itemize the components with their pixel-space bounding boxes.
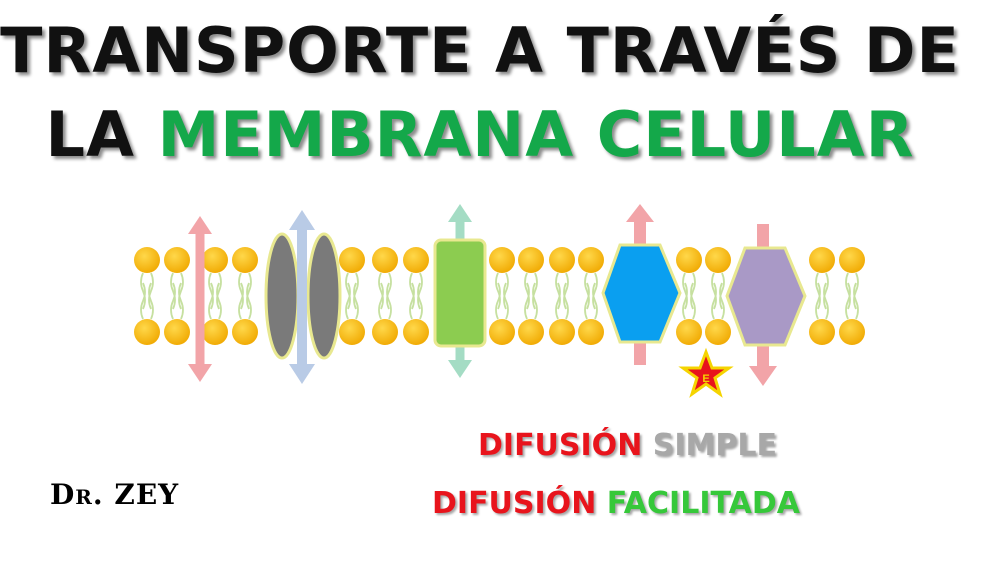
energy-star-icon: E bbox=[678, 347, 734, 398]
lipid-tails bbox=[409, 272, 423, 320]
lipid-tails bbox=[495, 272, 509, 320]
lipid-tails bbox=[345, 272, 359, 320]
lipid-head bbox=[518, 319, 544, 345]
lipid-head bbox=[202, 319, 228, 345]
lipid-tails bbox=[711, 272, 725, 320]
carrier-protein-purple bbox=[725, 246, 807, 347]
lipid-head bbox=[839, 319, 865, 345]
lipid-tails bbox=[555, 272, 569, 320]
lipid-head bbox=[549, 247, 575, 273]
carrier-protein-green bbox=[433, 238, 487, 348]
lipid-head bbox=[372, 319, 398, 345]
lipid-tails bbox=[238, 272, 252, 320]
lipid-head bbox=[705, 319, 731, 345]
caption-simple: SIMPLE bbox=[652, 428, 777, 463]
caption-difusion-2: DIFUSIÓN bbox=[432, 486, 597, 521]
lipid-tails bbox=[378, 272, 392, 320]
title-line-1: TRANSPORTE A TRAVÉS DE bbox=[0, 14, 960, 87]
lipid-head bbox=[232, 247, 258, 273]
author-signature: Dr. ZEY bbox=[50, 478, 180, 511]
lipid-head bbox=[403, 319, 429, 345]
lipid-head bbox=[339, 247, 365, 273]
lipid-head bbox=[202, 247, 228, 273]
lipid-head bbox=[164, 319, 190, 345]
lipid-head bbox=[578, 319, 604, 345]
lipid-head bbox=[809, 247, 835, 273]
lipid-head bbox=[676, 247, 702, 273]
lipid-head bbox=[518, 247, 544, 273]
title-membrana-celular: MEMBRANA CELULAR bbox=[157, 98, 915, 171]
lipid-head bbox=[705, 247, 731, 273]
lipid-head bbox=[809, 319, 835, 345]
lipid-head bbox=[489, 319, 515, 345]
title-line-2: LA MEMBRANA CELULAR bbox=[0, 98, 960, 171]
caption-difusion-simple: DIFUSIÓN SIMPLE bbox=[478, 428, 1000, 463]
lipid-head bbox=[339, 319, 365, 345]
lipid-head bbox=[232, 319, 258, 345]
lipid-tails bbox=[584, 272, 598, 320]
lipid-tails bbox=[524, 272, 538, 320]
lipid-tails bbox=[682, 272, 696, 320]
membrane-diagram: E bbox=[134, 204, 865, 398]
lipid-head bbox=[372, 247, 398, 273]
lipid-bilayer bbox=[134, 247, 865, 345]
arrow-simple-diffusion-1 bbox=[188, 216, 212, 382]
lipid-tails bbox=[845, 272, 859, 320]
lipid-tails bbox=[170, 272, 184, 320]
energy-label: E bbox=[702, 373, 709, 385]
lipid-head bbox=[676, 319, 702, 345]
lipid-head bbox=[164, 247, 190, 273]
carrier-protein-blue bbox=[601, 243, 682, 344]
lipid-head bbox=[549, 319, 575, 345]
lipid-head bbox=[134, 247, 160, 273]
caption-facilitada: FACILITADA bbox=[606, 486, 800, 521]
lipid-head bbox=[403, 247, 429, 273]
caption-difusion-1: DIFUSIÓN bbox=[478, 428, 643, 463]
lipid-head bbox=[489, 247, 515, 273]
lipid-head bbox=[578, 247, 604, 273]
lipid-head bbox=[134, 319, 160, 345]
lipid-tails bbox=[815, 272, 829, 320]
title-la: LA bbox=[45, 98, 135, 171]
caption-difusion-facilitada: DIFUSIÓN FACILITADA bbox=[432, 486, 1000, 521]
lipid-head bbox=[839, 247, 865, 273]
lipid-tails bbox=[140, 272, 154, 320]
lipid-tails bbox=[208, 272, 222, 320]
channel-protein-left bbox=[264, 232, 300, 360]
channel-protein-right bbox=[306, 232, 342, 360]
